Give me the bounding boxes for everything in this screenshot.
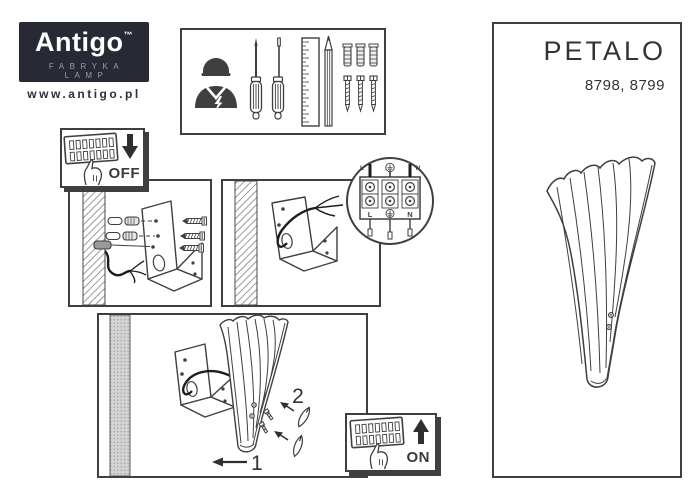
- flat-screwdriver-icon: [271, 37, 285, 120]
- terminal-block: L N L N: [359, 162, 421, 240]
- drilling-diagram: [82, 181, 207, 305]
- product-models: 8798, 8799: [584, 77, 665, 94]
- phillips-screwdriver-icon: [249, 38, 263, 120]
- wiring-diagram: [234, 181, 344, 305]
- step-2-label: 2: [292, 385, 304, 408]
- wall-strip: [109, 315, 131, 476]
- tools-icons: [195, 35, 379, 127]
- product-name: PETALO: [543, 36, 666, 66]
- breaker-panel-icon: [349, 416, 405, 470]
- step-panel-drilling: [68, 179, 212, 307]
- insert-arrows: [274, 402, 295, 441]
- shade-assembly-diagram: 2 1: [109, 315, 311, 476]
- tools-required-box: [180, 28, 386, 135]
- wood-screws-icon: [343, 75, 378, 113]
- step-panel-shade: 2 1: [97, 313, 368, 478]
- lamp-shade-drawing: [546, 156, 656, 388]
- on-label: ON: [406, 449, 430, 466]
- wall-strip: [234, 181, 258, 305]
- pressing-hand-icon: [369, 443, 389, 470]
- step-1-label: 1: [251, 452, 263, 475]
- lamp-shade: [219, 315, 289, 453]
- brand-name: Antigo™: [19, 29, 149, 56]
- power-cable: [104, 250, 147, 284]
- breaker-panel-icon: [63, 132, 119, 186]
- electrician-icon: [195, 58, 237, 111]
- mounting-bracket: [174, 343, 236, 418]
- ruler-icon: [301, 37, 320, 127]
- mounting-bracket: [271, 196, 338, 272]
- mounting-bracket: [141, 200, 203, 292]
- drill-holes-and-anchors: [93, 216, 160, 250]
- fixing-screws: [258, 408, 274, 434]
- wall-anchors-icon: [342, 43, 379, 67]
- product-panel: PETALO 8798, 8799: [492, 22, 682, 478]
- product-drawing: [546, 156, 656, 388]
- power-cable: [276, 195, 344, 248]
- mounting-screws: [178, 216, 207, 253]
- power-off-box: OFF: [60, 128, 145, 188]
- petal-covers: [293, 406, 311, 458]
- power-on-box: ON: [345, 413, 437, 472]
- slide-on-arrow: [212, 457, 247, 467]
- neutral-wire-label: N: [416, 165, 421, 172]
- trademark-symbol: ™: [123, 30, 133, 40]
- earth-icon: [385, 209, 395, 218]
- live-wire-label: L: [360, 165, 364, 172]
- earth-icon: [385, 162, 395, 173]
- off-label: OFF: [108, 165, 140, 182]
- live-label: L: [368, 210, 373, 219]
- pencil-icon: [324, 35, 333, 127]
- brand-website: www.antigo.pl: [27, 87, 141, 101]
- neutral-label: N: [407, 210, 412, 219]
- brand-tagline: FABRYKA LAMP: [48, 62, 125, 80]
- brand-logo: Antigo™ FABRYKA LAMP: [19, 22, 149, 82]
- brand-name-text: Antigo: [35, 27, 124, 57]
- terminal-detail-circle: L N L N: [346, 157, 434, 245]
- pressing-hand-icon: [83, 159, 103, 186]
- arrow-down-icon: [122, 134, 138, 159]
- arrow-up-icon: [413, 419, 429, 444]
